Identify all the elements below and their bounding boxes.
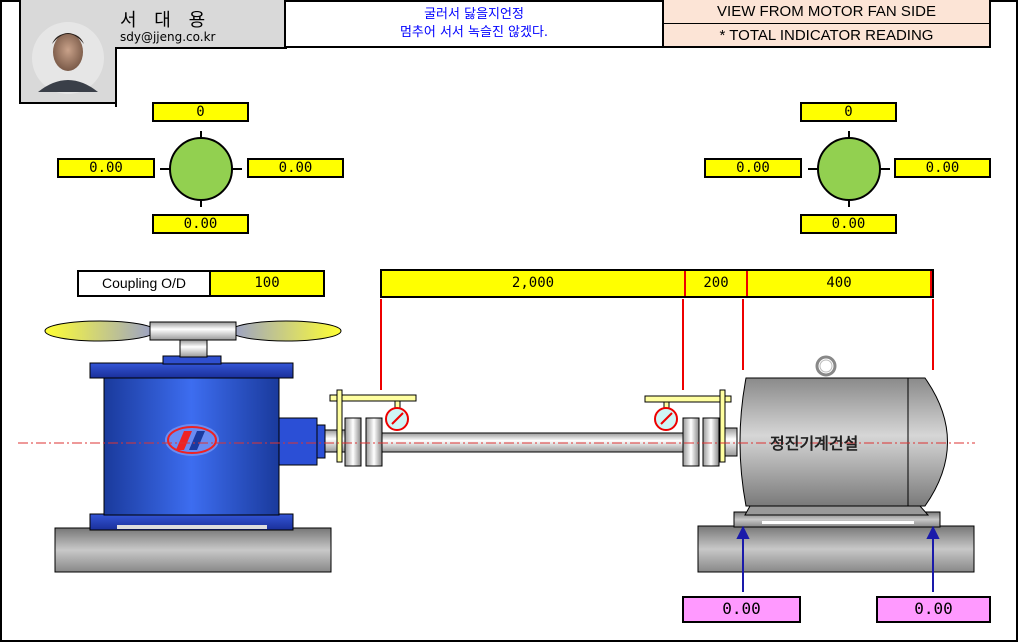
author-name: 서 대 용 [120,10,212,31]
dial-right-gauge [808,131,890,207]
view-label: VIEW FROM MOTOR FAN SIDE [664,0,991,24]
dial-right-bottom-input[interactable]: 0.00 [800,214,897,234]
shim-rear-reading[interactable]: 0.00 [876,596,991,623]
motto-line-1: 굴러서 닳을지언정 [424,7,524,22]
avatar [32,22,104,94]
motto: 굴러서 닳을지언정 멈추어 서서 녹슬진 않겠다. [286,0,664,48]
dial-right-top-input[interactable]: 0 [800,102,897,122]
dimension-span-2-input[interactable]: 200 [686,271,748,296]
dimension-span-1-input[interactable]: 2,000 [382,271,686,296]
dial-left-left-input[interactable]: 0.00 [57,158,155,178]
dimension-leaders [380,299,934,390]
dial-indicator-left [329,389,417,463]
motto-line-2: 멈추어 서서 녹슬진 않겠다. [399,25,549,40]
author-email[interactable]: sdy@jjeng.co.kr [120,30,216,44]
motor-brand-label: 정진기계건설 [770,434,859,453]
dial-right-left-input[interactable]: 0.00 [704,158,802,178]
shim-front-reading[interactable]: 0.00 [682,596,801,623]
profile-panel-cutout [115,47,287,107]
tir-label: * TOTAL INDICATOR READING [664,24,991,48]
coupling-od-label: Coupling O/D [77,270,211,297]
coupling-od-input[interactable]: 100 [209,270,325,297]
dial-left-right-input[interactable]: 0.00 [247,158,344,178]
dial-left-bottom-input[interactable]: 0.00 [152,214,249,234]
dial-left-gauge [160,131,242,207]
dial-left-top-input[interactable]: 0 [152,102,249,122]
pump-logo [165,424,219,456]
motor [733,355,948,528]
dial-right-right-input[interactable]: 0.00 [894,158,991,178]
dial-indicator-right [644,389,732,463]
dimension-bar: 2,000 200 400 [380,269,934,298]
shim-arrows [736,525,940,592]
dimension-span-3-input[interactable]: 400 [748,271,932,296]
pump-base [54,527,332,573]
